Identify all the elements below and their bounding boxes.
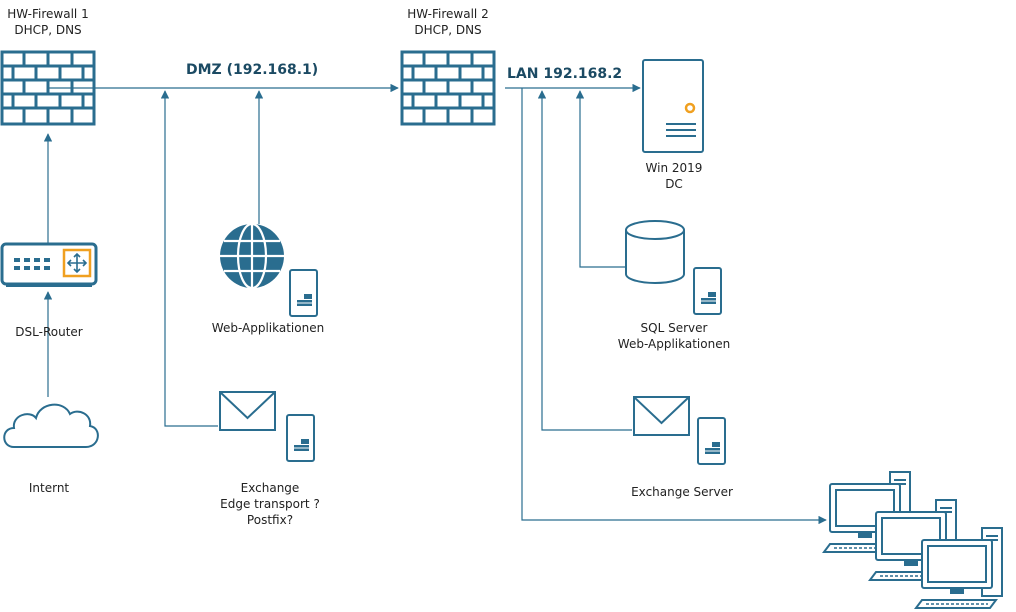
exchange-server[interactable]: Exchange Server [631,396,733,499]
globe-icon [220,222,284,290]
dmz-web-server[interactable]: Web-Applikationen [212,222,324,335]
lan-label: LAN 192.168.2 [507,66,622,82]
firewall-2-title: HW-Firewall 2 [407,7,488,21]
exchange-edge-label-1: Exchange [241,481,300,495]
domain-controller[interactable]: Win 2019 DC [642,59,704,191]
firewall-2[interactable]: HW-Firewall 2 DHCP, DNS [400,7,496,126]
firewall-icon [400,50,496,126]
exchange-server-link [537,90,632,431]
internet[interactable]: Internt [3,403,99,495]
router-icon [0,242,98,287]
cloud-icon [3,403,99,448]
firewall-2-services: DHCP, DNS [414,23,481,37]
win-dc-label-2: DC [665,177,683,191]
server-icon [289,269,318,317]
server-icon [286,414,315,462]
mail-icon [633,396,690,436]
mail-icon [219,391,276,431]
workstation-icon [915,527,1003,609]
sql-server-link [575,90,626,268]
win-dc-label-1: Win 2019 [646,161,703,175]
firewall-1[interactable]: HW-Firewall 1 DHCP, DNS [0,7,96,126]
server-icon [693,267,722,315]
sql-server[interactable]: SQL Server Web-Applikationen [618,220,730,351]
server-icon [642,59,704,153]
exchange-edge[interactable]: Exchange Edge transport ? Postfix? [219,391,320,527]
dsl-router[interactable]: DSL-Router [0,242,98,339]
firewall-1-title: HW-Firewall 1 [7,7,88,21]
exchange-edge-label-3: Postfix? [247,513,293,527]
sql-server-label-2: Web-Applikationen [618,337,730,351]
internet-label: Internt [29,481,70,495]
server-icon [697,417,726,465]
dmz-label: DMZ (192.168.1) [186,62,318,78]
workstations-link [521,88,827,525]
exchange-edge-link [160,90,218,427]
sql-server-label-1: SQL Server [641,321,708,335]
exchange-server-label: Exchange Server [631,485,733,499]
workstations[interactable] [823,471,1003,609]
database-icon [625,220,685,284]
firewall-1-services: DHCP, DNS [14,23,81,37]
dsl-router-label: DSL-Router [15,325,82,339]
web-apps-dmz-label: Web-Applikationen [212,321,324,335]
exchange-edge-label-2: Edge transport ? [220,497,320,511]
